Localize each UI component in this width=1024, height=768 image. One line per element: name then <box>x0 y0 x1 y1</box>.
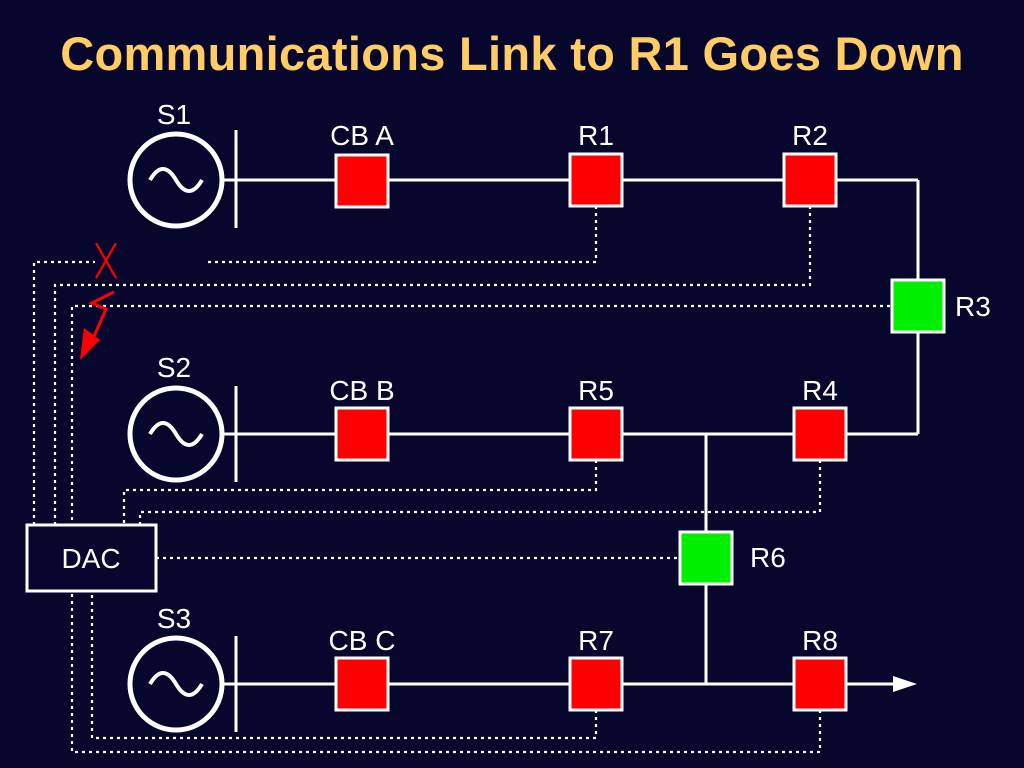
relay-r5: R5 <box>568 375 624 462</box>
relay-label-r5: R5 <box>578 375 614 406</box>
comm-link-r7 <box>90 592 598 740</box>
broken-link-x-icon <box>95 242 117 279</box>
relay-label-r4: R4 <box>802 375 838 406</box>
relay-box <box>792 656 848 712</box>
source-s3: S3 <box>127 603 236 733</box>
comm-link-r3 <box>70 304 890 525</box>
relay-r1: R1 <box>568 120 624 208</box>
ac-sine-wave-icon <box>148 167 204 193</box>
breaker-cb-b: CB B <box>329 375 395 462</box>
comm-link-r1-dac-side <box>32 260 95 525</box>
relay-label-r2: R2 <box>792 120 828 151</box>
relay-label-r6: R6 <box>750 542 786 573</box>
dac-controller: DAC <box>25 523 158 593</box>
relay-r3: R3 <box>890 278 991 334</box>
source-s2: S2 <box>127 352 236 483</box>
load-arrow-icon <box>893 676 917 692</box>
dac-label: DAC <box>61 543 120 574</box>
relay-label-r3: R3 <box>955 291 991 322</box>
relay-r7: R7 <box>568 625 624 712</box>
comm-link-r4 <box>138 460 822 525</box>
relay-r6: R6 <box>678 530 786 586</box>
relay-label-r1: R1 <box>578 120 614 151</box>
relay-r2: R2 <box>782 120 838 208</box>
relay-box <box>792 406 848 462</box>
breaker-label-cb-b: CB B <box>329 375 394 406</box>
relay-label-r7: R7 <box>578 625 614 656</box>
relay-label-r8: R8 <box>802 625 838 656</box>
ac-sine-wave-icon <box>148 671 204 697</box>
relay-r8: R8 <box>792 625 848 712</box>
comm-link-r1 <box>205 206 598 264</box>
breaker-box <box>334 153 390 209</box>
breaker-label-cb-c: CB C <box>329 625 396 656</box>
breaker-cb-a: CB A <box>330 120 394 209</box>
page-title: Communications Link to R1 Goes Down <box>60 27 964 80</box>
source-label-s1: S1 <box>157 99 191 130</box>
relay-box <box>890 278 946 334</box>
relay-box <box>568 656 624 712</box>
relay-box <box>782 152 838 208</box>
comm-wiring <box>32 206 890 754</box>
failed-link-marker <box>80 242 117 360</box>
ac-sine-wave-icon <box>148 421 204 447</box>
breaker-label-cb-a: CB A <box>330 120 394 151</box>
comm-link-r5 <box>122 460 598 525</box>
source-label-s2: S2 <box>157 352 191 383</box>
lightning-bolt-icon <box>80 290 115 360</box>
source-s1: S1 <box>127 99 236 229</box>
breaker-box <box>334 406 390 462</box>
breaker-cb-c: CB C <box>329 625 396 712</box>
relay-r4: R4 <box>792 375 848 462</box>
breaker-box <box>334 656 390 712</box>
dac-box <box>25 523 158 593</box>
relay-box <box>568 152 624 208</box>
comm-link-r8 <box>70 592 822 754</box>
relay-box <box>678 530 734 586</box>
comm-link-r2 <box>53 206 812 525</box>
relay-box <box>568 406 624 462</box>
source-label-s3: S3 <box>157 603 191 634</box>
